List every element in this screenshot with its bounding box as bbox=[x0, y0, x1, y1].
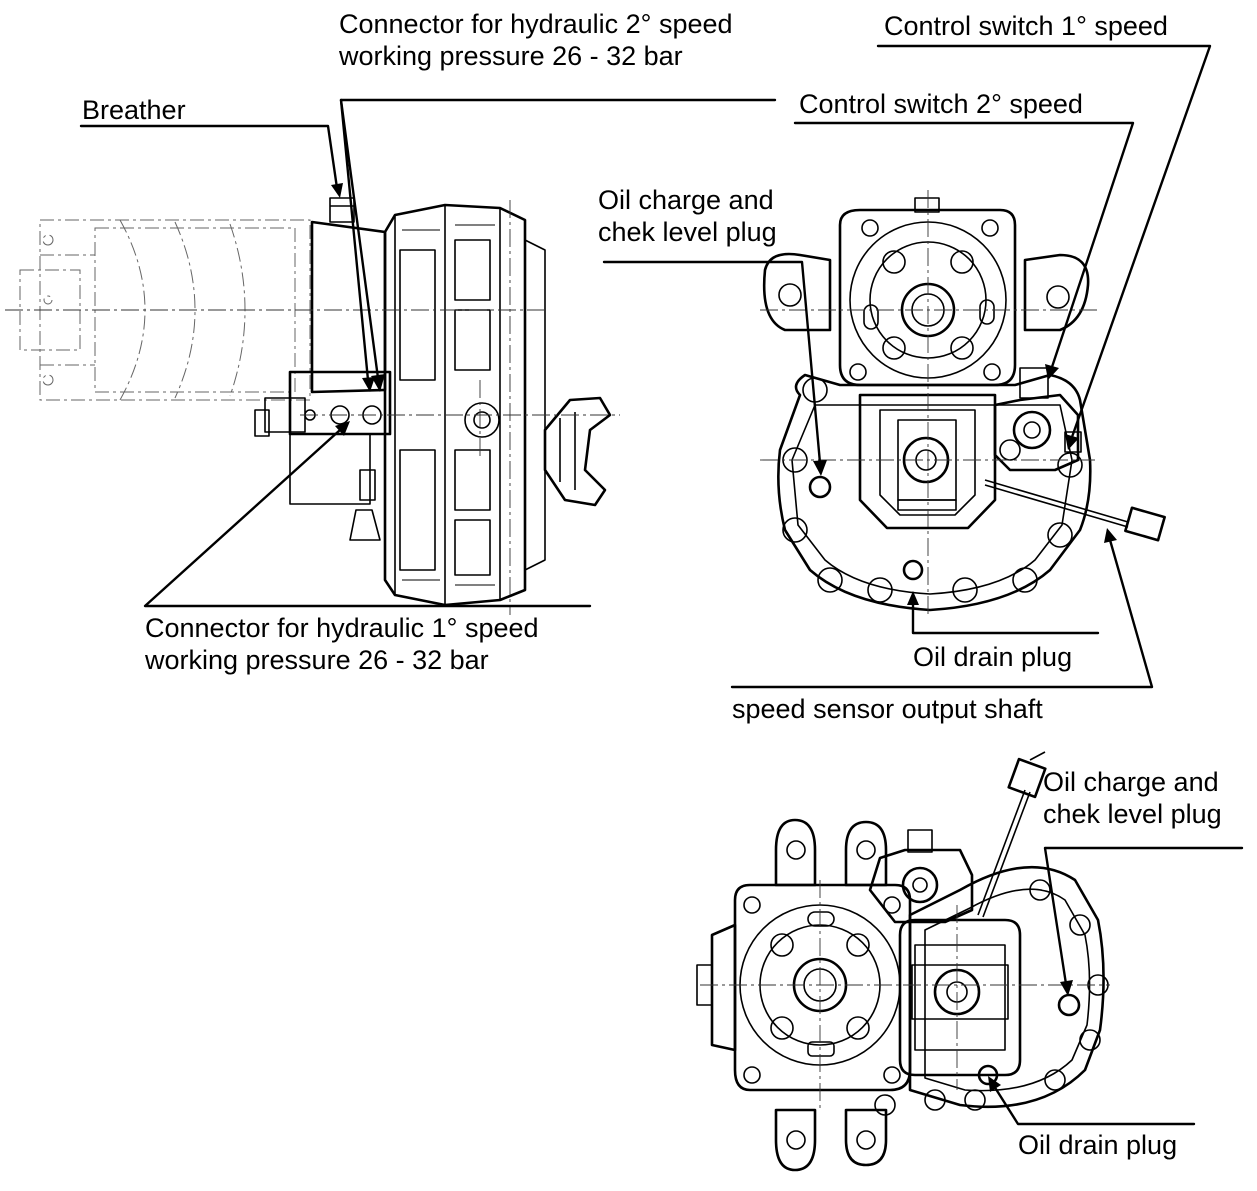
label-speed-sensor-text: speed sensor output shaft bbox=[732, 694, 1043, 724]
leader-breather bbox=[79, 124, 343, 198]
leader-oil-drain-top bbox=[907, 591, 1100, 635]
label-oil-drain-top: Oil drain plug bbox=[913, 641, 1072, 673]
label-connector-2-speed-line1: Connector for hydraulic 2° speed bbox=[339, 9, 733, 39]
leader-connector-1-speed bbox=[143, 421, 592, 608]
label-connector-2-speed: Connector for hydraulic 2° speed working… bbox=[339, 8, 733, 72]
front-view-drawing bbox=[760, 190, 1166, 615]
leader-control-switch-1 bbox=[876, 44, 1212, 450]
side-housing bbox=[5, 197, 620, 615]
label-connector-1-speed-line2: working pressure 26 - 32 bar bbox=[145, 645, 489, 675]
label-connector-1-speed: Connector for hydraulic 1° speed working… bbox=[145, 612, 539, 676]
label-breather-text: Breather bbox=[82, 95, 186, 125]
label-control-switch-2-text: Control switch 2° speed bbox=[799, 89, 1083, 119]
label-connector-1-speed-line1: Connector for hydraulic 1° speed bbox=[145, 613, 539, 643]
leader-oil-charge-bottom bbox=[1043, 846, 1244, 996]
label-oil-drain-top-text: Oil drain plug bbox=[913, 642, 1073, 672]
leader-connector-2-speed bbox=[339, 98, 777, 392]
leader-oil-drain-bottom bbox=[988, 1076, 1196, 1126]
label-connector-2-speed-line2: working pressure 26 - 32 bar bbox=[339, 41, 683, 71]
label-oil-charge-bottom: Oil charge and chek level plug bbox=[1043, 766, 1222, 830]
label-oil-charge-bottom-line1: Oil charge and bbox=[1043, 767, 1219, 797]
label-control-switch-2: Control switch 2° speed bbox=[799, 88, 1083, 120]
label-oil-charge-top: Oil charge and chek level plug bbox=[598, 184, 777, 248]
label-oil-drain-bottom-text: Oil drain plug bbox=[1018, 1130, 1178, 1160]
leader-oil-charge-top bbox=[602, 260, 827, 476]
label-breather: Breather bbox=[82, 94, 186, 126]
label-oil-charge-top-line1: Oil charge and bbox=[598, 185, 774, 215]
label-oil-charge-bottom-line2: chek level plug bbox=[1043, 799, 1222, 829]
side-view-drawing bbox=[5, 197, 620, 615]
label-control-switch-1-text: Control switch 1° speed bbox=[884, 11, 1168, 41]
label-control-switch-1: Control switch 1° speed bbox=[884, 10, 1168, 42]
bottom-view-drawing bbox=[696, 751, 1110, 1172]
leader-speed-sensor bbox=[730, 528, 1154, 689]
leader-control-switch-2 bbox=[793, 121, 1135, 380]
label-oil-charge-top-line2: chek level plug bbox=[598, 217, 777, 247]
label-oil-drain-bottom: Oil drain plug bbox=[1018, 1129, 1177, 1161]
label-speed-sensor: speed sensor output shaft bbox=[732, 693, 1043, 725]
